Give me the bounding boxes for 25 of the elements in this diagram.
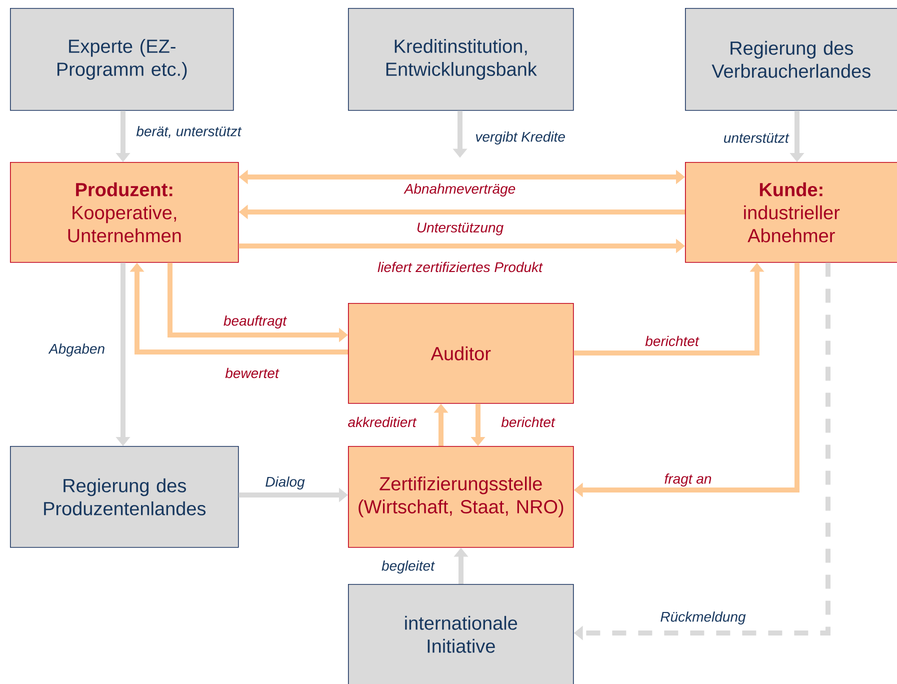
process-box: internationale Initiative xyxy=(348,584,574,684)
process-box: Kunde: industrieller Abnehmer xyxy=(685,162,897,263)
process-box: Kreditinstitution, Entwicklungsbank xyxy=(348,8,574,111)
edge-label: Abgaben xyxy=(48,343,104,357)
edge-label: Dialog xyxy=(266,476,305,490)
edge-label: berät, unterstützt xyxy=(136,126,242,138)
edge-label: liefert zertifiziertes Produkt xyxy=(378,262,543,272)
edge-label: berichtet xyxy=(501,416,556,428)
edge-label: begleitet xyxy=(382,560,435,574)
process-box: Regierung des Verbraucherlandes xyxy=(685,8,897,111)
process-box: Zertifizierungsstelle (Wirtschaft, Staat, NRO) xyxy=(348,446,574,548)
edge-label: vergibt Kredite xyxy=(476,131,565,145)
edge-label: bewertet xyxy=(225,368,280,378)
process-box: Auditor xyxy=(348,303,574,404)
edge-label: beauftragt xyxy=(224,315,287,329)
process-box: Regierung des Produzentenlandes xyxy=(10,446,239,548)
edge-label: fragt an xyxy=(664,473,712,487)
edge-label: Unterstützung xyxy=(417,222,504,236)
edge-label: akkreditiert xyxy=(348,416,417,428)
edge-label: berichtet xyxy=(645,336,700,346)
process-box: Experte (EZ-Programm etc.) xyxy=(10,8,234,111)
edge-label: Abnahmeverträge xyxy=(404,183,516,197)
process-box: Produzent: Kooperative, Unternehmen xyxy=(10,162,239,263)
edge-label: Rückmeldung xyxy=(660,611,746,625)
edge-label: unterstützt xyxy=(724,133,790,143)
